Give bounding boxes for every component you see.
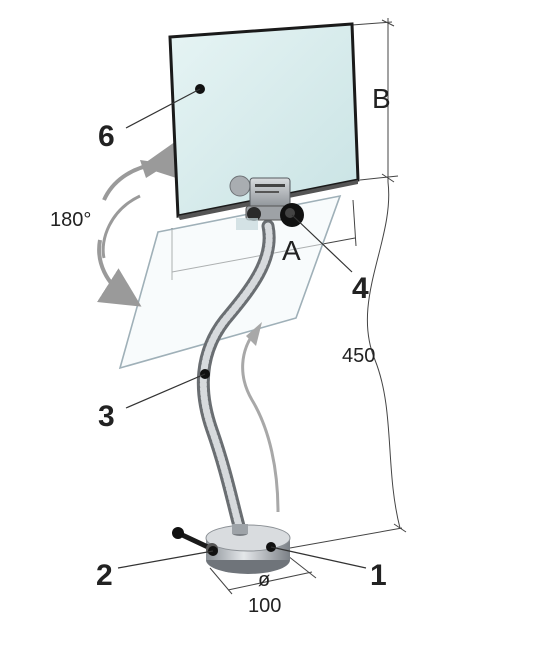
- rotation-arrow: [97, 140, 183, 307]
- label-height: 450: [342, 345, 375, 367]
- panel-clamp: [229, 175, 291, 230]
- label-part-4: 4: [352, 272, 369, 305]
- label-part-1: 1: [370, 559, 387, 592]
- glass-panel: [168, 22, 360, 220]
- rotated-panel-outline: [118, 194, 342, 370]
- label-part-2: 2: [96, 559, 113, 592]
- label-dim-a: A: [282, 235, 301, 266]
- label-diameter-symbol: ø: [258, 569, 270, 591]
- weighted-base: [205, 524, 291, 574]
- bend-arrow: [241, 322, 280, 513]
- label-diameter-value: 100: [248, 595, 281, 617]
- leader-lines: [117, 88, 367, 569]
- label-dim-b: B: [372, 83, 391, 114]
- label-part-3: 3: [98, 400, 115, 433]
- label-part-6: 6: [98, 120, 115, 153]
- label-rotation: 180°: [50, 209, 91, 231]
